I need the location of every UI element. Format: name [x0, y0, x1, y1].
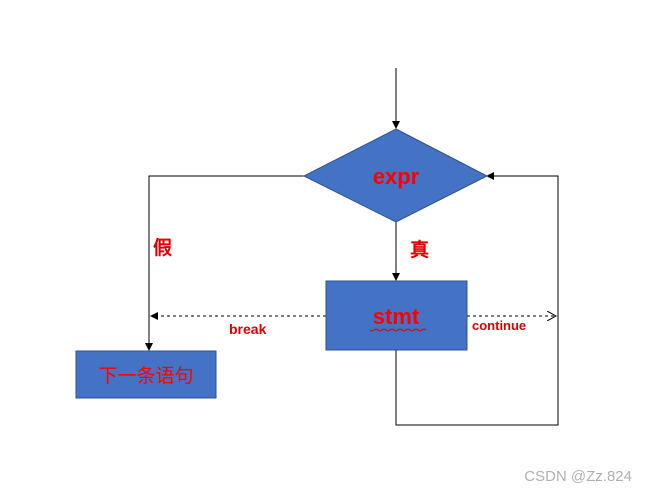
condition-text: expr	[373, 164, 420, 189]
statement-text: stmt	[373, 304, 420, 329]
watermark: CSDN @Zz.824	[524, 468, 632, 485]
loop-back-line	[395, 172, 559, 426]
condition-diamond	[302, 128, 489, 223]
true-label: 真	[410, 238, 429, 261]
break-label: break	[229, 321, 267, 337]
spellcheck-underline	[369, 328, 427, 332]
false-label: 假	[153, 236, 172, 259]
continue-label: continue	[472, 318, 526, 333]
false-branch-line	[145, 175, 305, 351]
statement-box	[325, 280, 468, 351]
next-statement-text: 下一条语句	[98, 365, 193, 387]
next-statement-box	[75, 350, 217, 399]
